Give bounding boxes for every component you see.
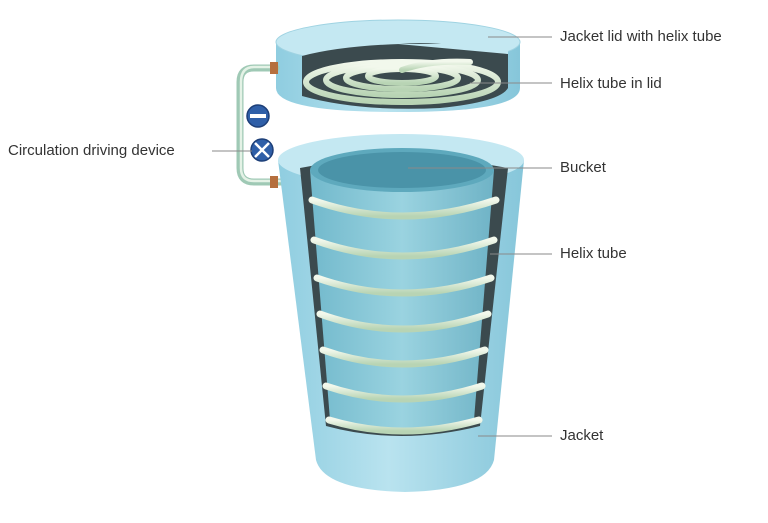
pipe-connector-bottom [270, 176, 278, 188]
helix-tube [308, 196, 500, 435]
bucket [310, 148, 494, 429]
label-lid-helix-tube: Helix tube in lid [560, 75, 662, 92]
label-bucket: Bucket [560, 159, 606, 176]
flow-control-icon [250, 138, 274, 162]
label-circulation-device: Circulation driving device [8, 142, 175, 159]
leader-lines [212, 36, 552, 437]
pipe-connector-top [270, 62, 278, 74]
label-jacket-lid: Jacket lid with helix tube [560, 28, 722, 45]
label-helix-tube: Helix tube [560, 245, 627, 262]
circulation-pipe-highlight [239, 65, 288, 183]
lid-helix-tube [303, 58, 501, 105]
label-jacket: Jacket [560, 427, 604, 444]
pump-valve-icon [246, 104, 270, 128]
